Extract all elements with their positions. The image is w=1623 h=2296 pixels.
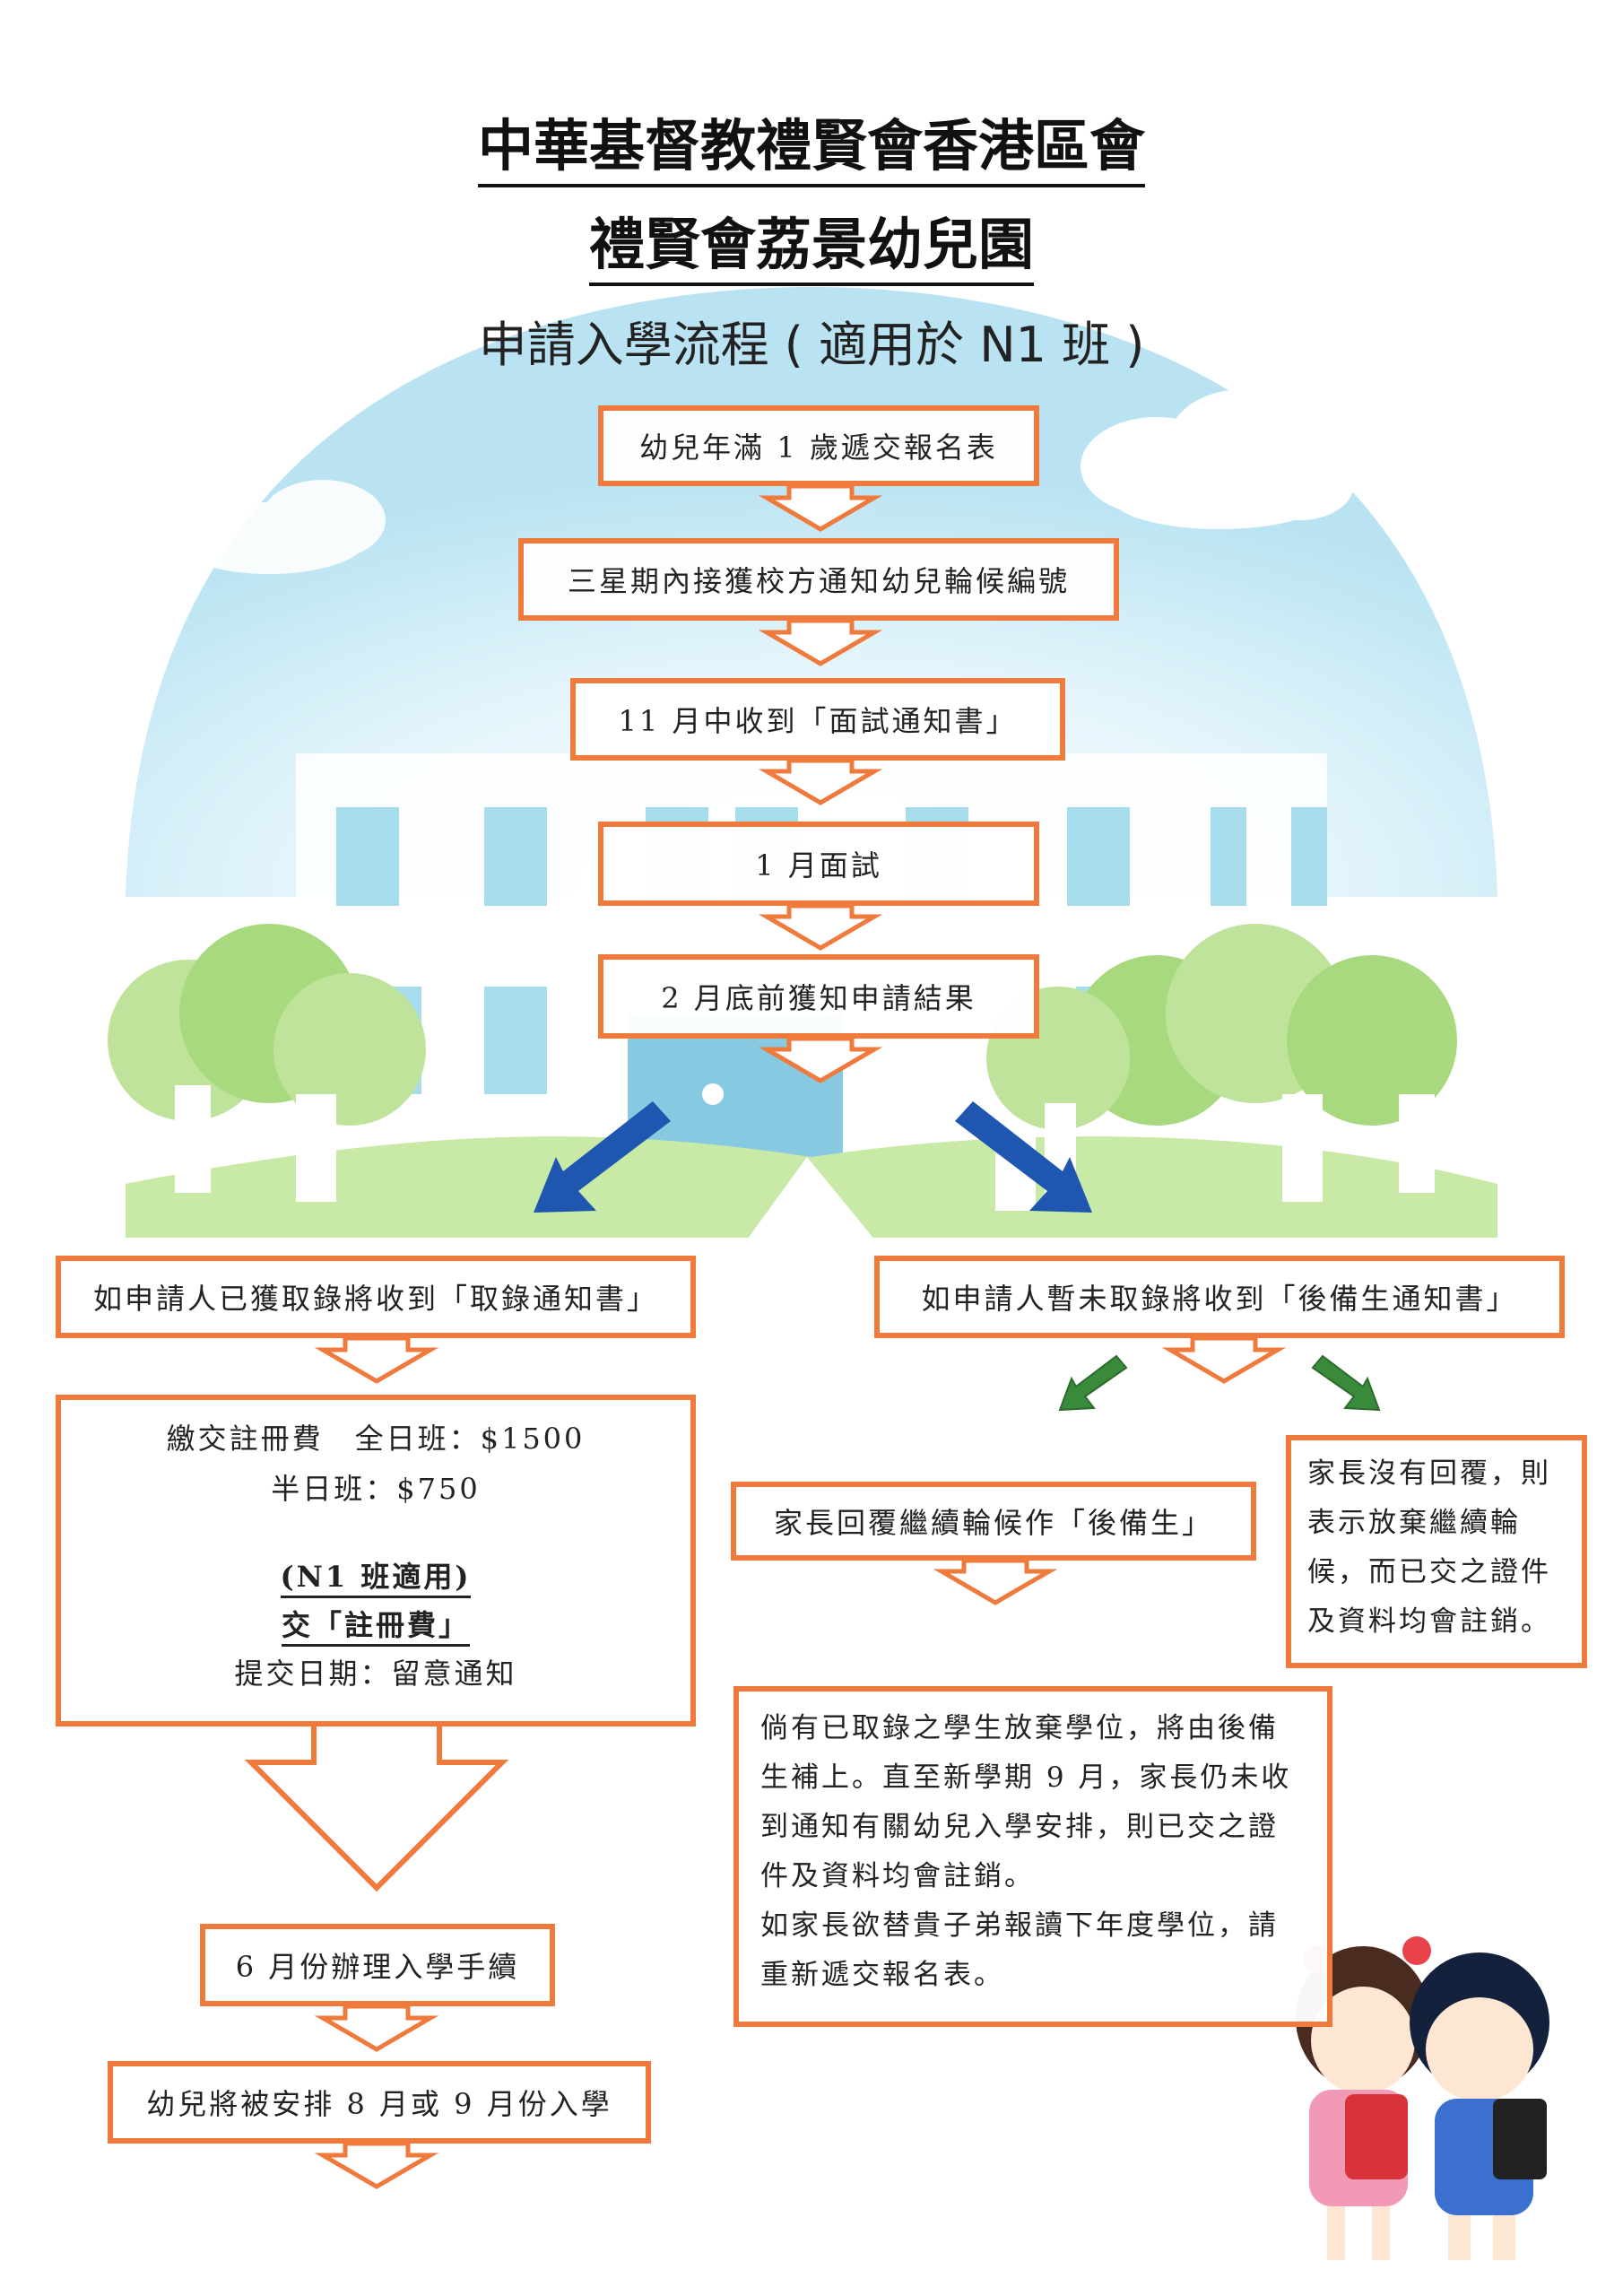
step-application-result: 2 月底前獲知申請結果 bbox=[598, 954, 1039, 1039]
page-subtitle: 申請入學流程 ( 適用於 N1 班 ) bbox=[478, 317, 1145, 373]
big-down-arrow bbox=[244, 1724, 509, 1892]
children-illustration bbox=[1296, 1936, 1549, 2260]
waitlist-notice-box: 如申請人暫未取錄將收到「後備生通知書」 bbox=[874, 1256, 1565, 1338]
enrolment-month-box: 幼兒將被安排 8 月或 9 月份入學 bbox=[108, 2061, 651, 2144]
down-arrows bbox=[314, 483, 1287, 2189]
fee-submit-label: 交「註冊費」 bbox=[61, 1603, 690, 1647]
admitted-notice-box: 如申請人已獲取錄將收到「取錄通知書」 bbox=[56, 1256, 696, 1338]
fee-full-day: 繳交註冊費 全日班：$1500 bbox=[166, 1422, 586, 1456]
waitlist-note-box: 倘有已取錄之學生放棄學位，將由後備 生補上。直至新學期 9 月，家長仍未收 到通… bbox=[733, 1686, 1332, 2027]
registration-fee-box: 繳交註冊費 全日班：$1500 半日班：$750 (N1 班適用) 交「註冊費」… bbox=[56, 1395, 696, 1726]
step-receive-queue-number: 三星期內接獲校方通知幼兒輪候編號 bbox=[518, 538, 1119, 621]
fee-n1-note: (N1 班適用) bbox=[61, 1554, 690, 1598]
no-reply-box: 家長沒有回覆，則 表示放棄繼續輪 候，而已交之證件 及資料均會註銷。 bbox=[1286, 1435, 1587, 1668]
fee-half-day: 半日班：$750 bbox=[271, 1472, 481, 1506]
green-arrows bbox=[1058, 1354, 1381, 1412]
cloud-icon bbox=[1081, 390, 1354, 529]
step-submit-application: 幼兒年滿 1 歲遞交報名表 bbox=[598, 405, 1039, 486]
step-interview-notice: 11 月中收到「面試通知書」 bbox=[570, 678, 1065, 761]
fee-submit-date: 提交日期：留意通知 bbox=[234, 1657, 517, 1691]
step-interview: 1 月面試 bbox=[598, 822, 1039, 906]
org-title: 中華基督教禮賢會香港區會 bbox=[0, 100, 1623, 187]
reply-continue-box: 家長回覆繼續輪候作「後備生」 bbox=[731, 1482, 1256, 1561]
blue-arrows bbox=[534, 1101, 1092, 1213]
tree-icon bbox=[108, 924, 426, 1202]
school-title: 禮賢會荔景幼兒園 bbox=[0, 199, 1623, 286]
enrolment-procedure-box: 6 月份辦理入學手續 bbox=[200, 1924, 555, 2006]
